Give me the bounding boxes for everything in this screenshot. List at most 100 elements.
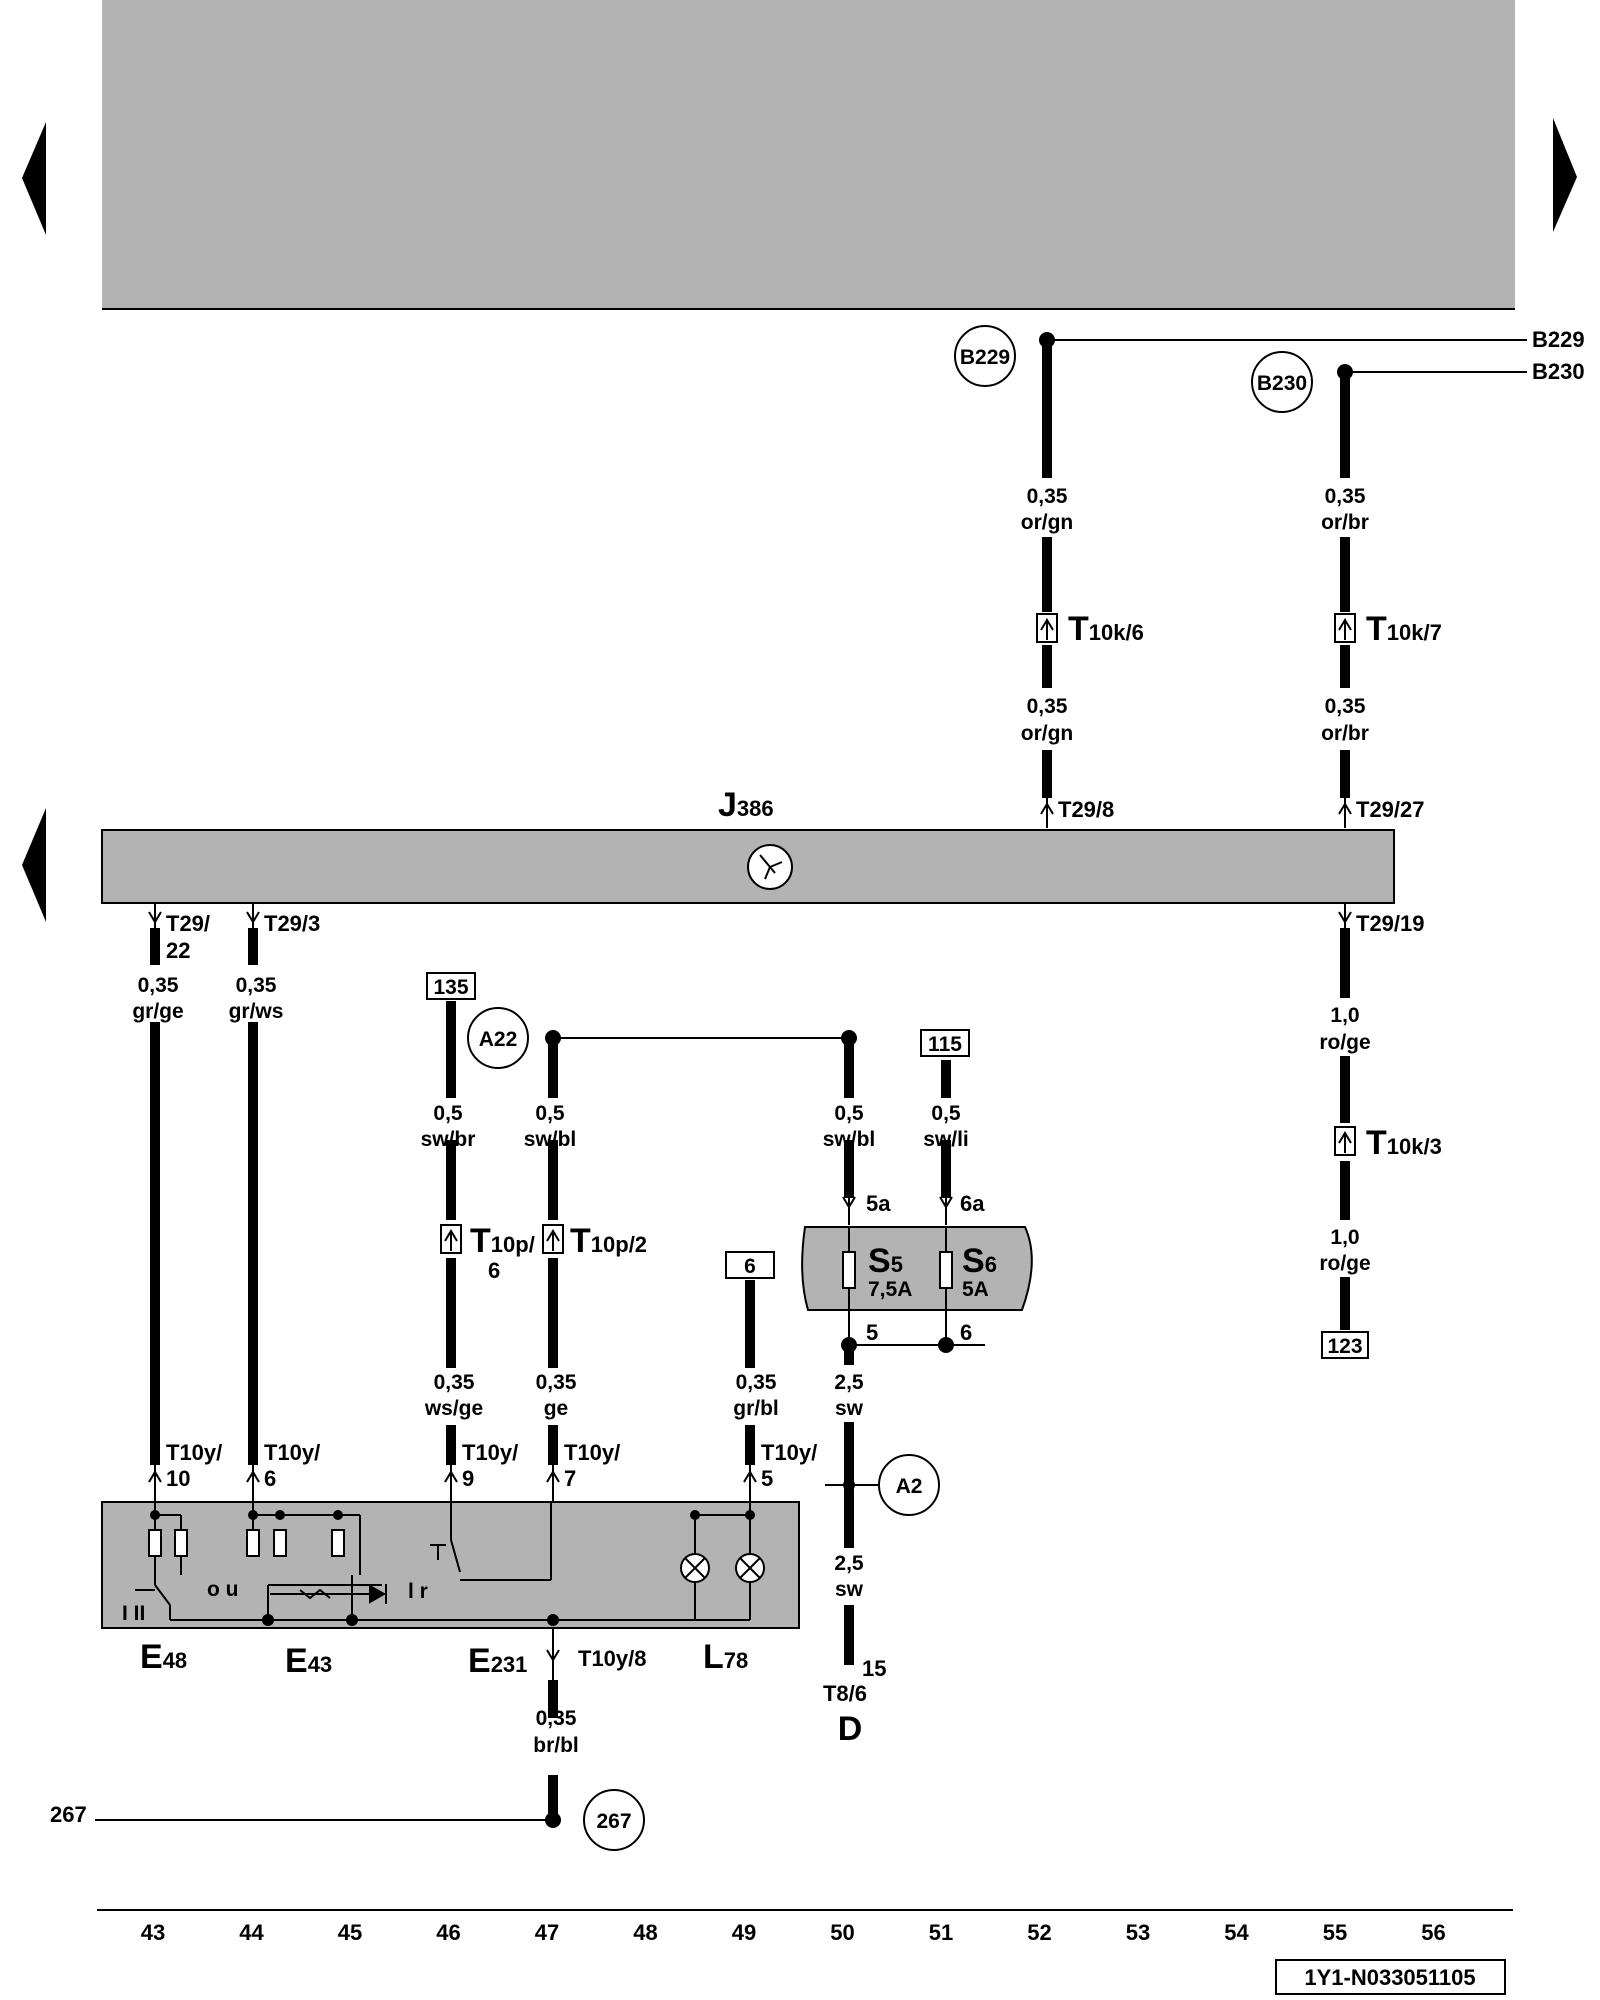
connector-t10k7-icon <box>1334 613 1356 643</box>
grid-number: 54 <box>1224 1920 1249 1945</box>
wire-50a-size: 0,5 <box>834 1102 864 1125</box>
wire-55c-size: 1,0 <box>1330 1004 1359 1027</box>
wire-51a-color: sw/li <box>923 1128 969 1151</box>
connector-t10k7-label: T10k/7 <box>1366 610 1442 648</box>
a22-label: A22 <box>479 1028 518 1051</box>
box-135-label: 135 <box>433 976 468 999</box>
connector-t10p6-icon <box>440 1224 462 1254</box>
box-6-label: 6 <box>744 1255 756 1278</box>
fuse-s5-label: S5 <box>868 1242 903 1280</box>
control-unit-icon <box>747 844 793 890</box>
connector-t10p6-label2: 6 <box>488 1258 500 1283</box>
grid-number: 51 <box>929 1920 953 1945</box>
a22-circle[interactable] <box>467 1007 529 1069</box>
grid-number: 46 <box>436 1920 460 1945</box>
connector-t10p2-icon <box>542 1224 564 1254</box>
wire-55a-size: 0,35 <box>1325 485 1366 508</box>
b230-circle[interactable] <box>1251 351 1313 413</box>
wire-55d-color: ro/ge <box>1319 1252 1370 1275</box>
fuse-pin-arrows <box>842 1190 953 1225</box>
grid-number: 44 <box>239 1920 264 1945</box>
wire-44-size: 0,35 <box>236 974 277 997</box>
connector-t10k6-icon <box>1036 613 1058 643</box>
b229-label: B229 <box>1532 327 1585 352</box>
box-123[interactable] <box>1321 1331 1369 1359</box>
connector-t10p2-label: T10p/2 <box>570 1222 647 1260</box>
wire-55b-size: 0,35 <box>1325 695 1366 718</box>
pin-t10y7b: 7 <box>564 1466 576 1491</box>
component-e43-label: E43 <box>285 1642 332 1680</box>
wire-51a-size: 0,5 <box>931 1102 961 1125</box>
switch-label-o-u: o u <box>207 1578 239 1601</box>
b229-circle-label: B229 <box>960 346 1010 369</box>
a2-circle[interactable] <box>878 1454 940 1516</box>
pin-t8-6: T8/6 <box>823 1681 867 1706</box>
wire-50a-color: sw/bl <box>823 1128 876 1151</box>
wire-47b-color: ge <box>544 1397 569 1420</box>
c267-circle[interactable] <box>583 1789 645 1851</box>
prev-page-arrow-icon-lower[interactable] <box>22 808 46 922</box>
pin-arrows <box>148 798 1352 928</box>
grid-number: 55 <box>1323 1920 1347 1945</box>
grid-number: 53 <box>1126 1920 1150 1945</box>
fuse-s5-icon <box>842 1251 856 1289</box>
wire-43-size: 0,35 <box>138 974 179 997</box>
pin-t29-8: T29/8 <box>1058 797 1114 822</box>
box-115[interactable] <box>920 1029 970 1057</box>
wire-52b-color: or/gn <box>1021 722 1074 745</box>
wire-55c-color: ro/ge <box>1319 1031 1370 1054</box>
terminal-d-label: D <box>838 1710 863 1748</box>
box-115-label: 115 <box>928 1033 962 1056</box>
prev-page-arrow-icon[interactable] <box>22 122 46 235</box>
control-unit-j386-label: J386 <box>718 786 774 824</box>
wire-49-size: 0,35 <box>736 1371 777 1394</box>
wire-46a-color: sw/br <box>421 1128 476 1151</box>
wire-47c-size: 0,35 <box>536 1707 577 1730</box>
pin-t10y9a: T10y/ <box>462 1440 518 1465</box>
c267-label: 267 <box>596 1810 631 1833</box>
pin-t10y5a: T10y/ <box>761 1440 817 1465</box>
connector-t10k3-icon <box>1334 1126 1356 1156</box>
thick-wires <box>150 340 1350 1820</box>
connector-t10k3-label: T10k/3 <box>1366 1124 1442 1162</box>
wire-47c-color: br/bl <box>533 1734 579 1757</box>
grid-number: 43 <box>141 1920 165 1945</box>
fuse-s6-rating: 5A <box>962 1278 989 1301</box>
pin-5a: 5a <box>866 1191 891 1216</box>
pin-15: 15 <box>862 1656 886 1681</box>
fuse-s6-label: S6 <box>962 1242 997 1280</box>
pin-6a: 6a <box>960 1191 985 1216</box>
b229-circle[interactable] <box>954 325 1016 387</box>
grid-number: 49 <box>732 1920 756 1945</box>
wire-55b-color: or/br <box>1321 722 1369 745</box>
fuse-box-panel[interactable] <box>801 1226 1033 1311</box>
pin-6: 6 <box>960 1320 972 1345</box>
wire-43-color: gr/ge <box>132 1000 183 1023</box>
box-6[interactable] <box>725 1251 775 1279</box>
pin-t29-3: T29/3 <box>264 911 320 936</box>
box-135[interactable] <box>426 972 476 1000</box>
box-123-label: 123 <box>1327 1335 1362 1358</box>
pin-t10y6a: T10y/ <box>264 1440 320 1465</box>
wire-50c-size: 2,5 <box>834 1552 864 1575</box>
wire-46b-size: 0,35 <box>434 1371 475 1394</box>
pin-t29-22a: T29/ <box>166 911 210 936</box>
pin-t29-19: T29/19 <box>1356 911 1425 936</box>
wire-47a-size: 0,5 <box>535 1102 565 1125</box>
wire-52a-color: or/gn <box>1021 511 1074 534</box>
pin-5: 5 <box>866 1320 878 1345</box>
component-e48-label: E48 <box>140 1638 187 1676</box>
wire-50b-color: sw <box>835 1397 864 1420</box>
wire-49-color: gr/bl <box>733 1397 779 1420</box>
wire-50b-size: 2,5 <box>834 1371 864 1394</box>
wire-52a-size: 0,35 <box>1027 485 1068 508</box>
doc-id-box <box>1275 1959 1506 1995</box>
pin-t10y10a: T10y/ <box>166 1440 222 1465</box>
wire-50c-color: sw <box>835 1578 864 1601</box>
pin-t10y7a: T10y/ <box>564 1440 620 1465</box>
next-page-arrow-icon[interactable] <box>1553 118 1577 232</box>
grid-number: 45 <box>338 1920 362 1945</box>
wire-47a-color: sw/bl <box>524 1128 577 1151</box>
wire-46b-color: ws/ge <box>424 1397 483 1420</box>
